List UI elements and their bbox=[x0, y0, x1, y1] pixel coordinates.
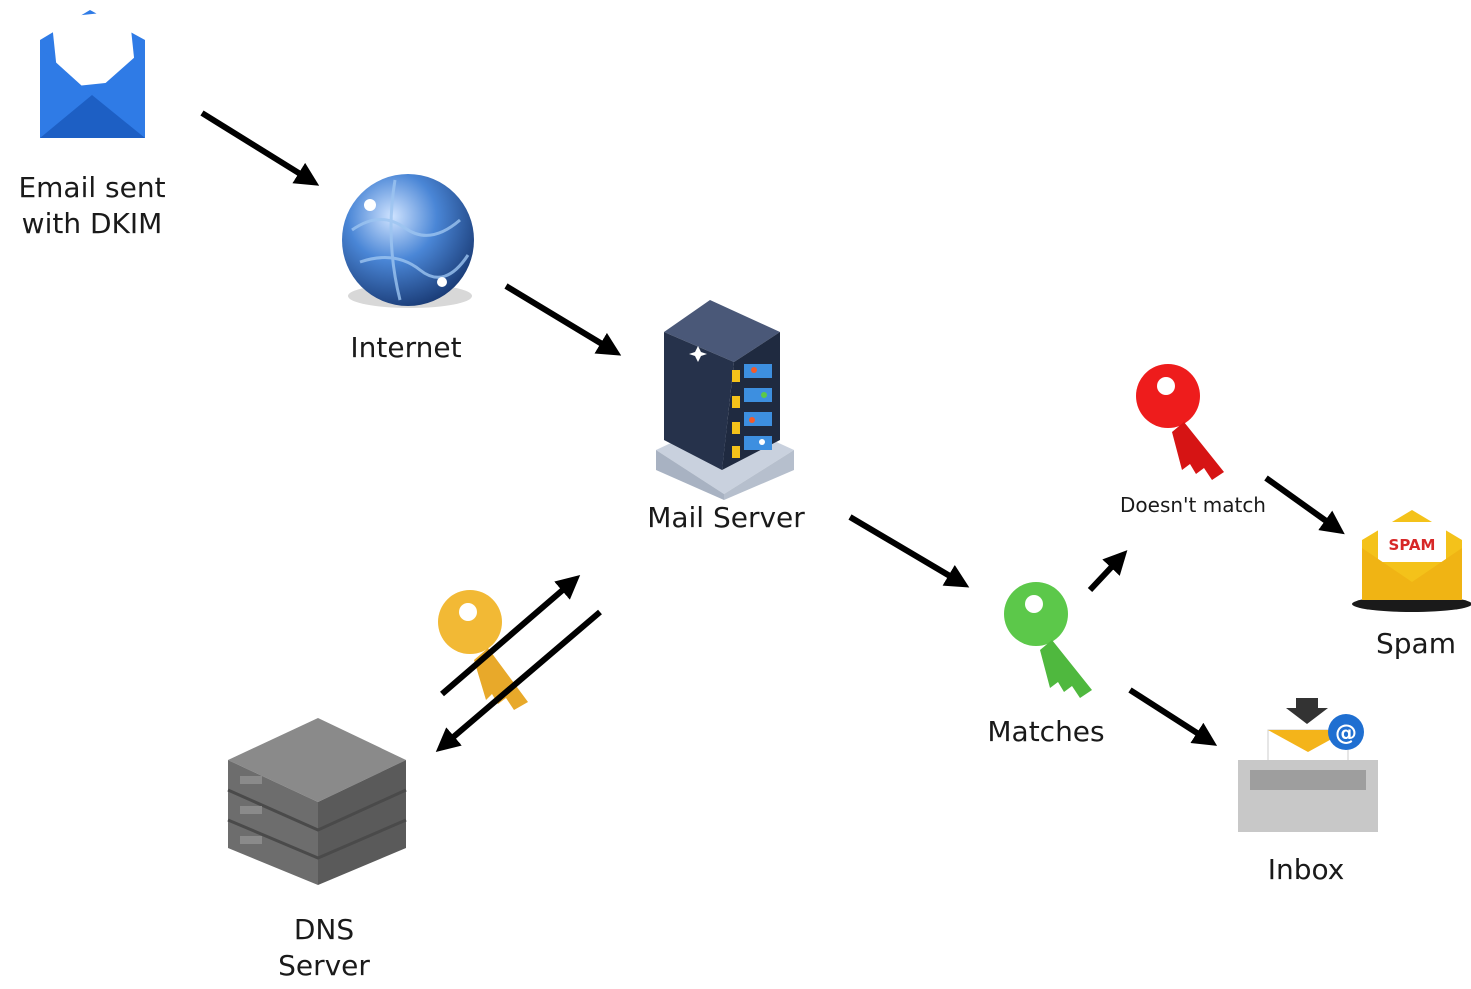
dns-server-icon bbox=[227, 718, 407, 885]
email-label-line2: with DKIM bbox=[21, 207, 163, 241]
inbox-tray-icon: @ bbox=[1238, 698, 1378, 832]
dns-label-line1: DNS bbox=[293, 913, 355, 946]
doesnt-match-label: Doesn't match bbox=[1120, 493, 1266, 517]
arrow-internet-to-mailserver bbox=[504, 283, 622, 356]
server-rack-icon bbox=[656, 300, 794, 500]
envelope-icon bbox=[40, 10, 145, 138]
arrows bbox=[200, 110, 1345, 753]
arrow-matches-to-inbox bbox=[1128, 687, 1218, 746]
spam-badge: SPAM bbox=[1389, 536, 1436, 554]
arrow-mailserver-to-dns bbox=[435, 609, 602, 753]
internet-label: Internet bbox=[350, 331, 462, 364]
yellow-key-icon bbox=[438, 590, 528, 710]
arrow-dns-to-mailserver bbox=[440, 574, 581, 697]
spam-label: Spam bbox=[1376, 627, 1456, 660]
arrow-email-to-internet bbox=[200, 110, 320, 186]
arrow-doesnt-match-to-spam bbox=[1264, 475, 1345, 535]
arrow-to-doesnt-match bbox=[1087, 550, 1128, 593]
matches-label: Matches bbox=[987, 715, 1105, 748]
dns-label-line2: Server bbox=[278, 949, 370, 983]
arrow-mailserver-to-keycheck bbox=[848, 514, 970, 588]
globe-icon bbox=[342, 174, 474, 308]
green-key-icon bbox=[1004, 582, 1092, 698]
red-key-icon bbox=[1136, 364, 1224, 480]
dns-server-label: DNS Server bbox=[254, 912, 394, 985]
mail-server-label: Mail Server bbox=[647, 501, 805, 534]
spam-envelope-icon: SPAM bbox=[1352, 510, 1471, 612]
email-label: Email sent with DKIM bbox=[2, 170, 182, 243]
svg-text:@: @ bbox=[1335, 721, 1357, 746]
email-label-line1: Email sent bbox=[18, 171, 166, 204]
inbox-label: Inbox bbox=[1267, 853, 1345, 886]
